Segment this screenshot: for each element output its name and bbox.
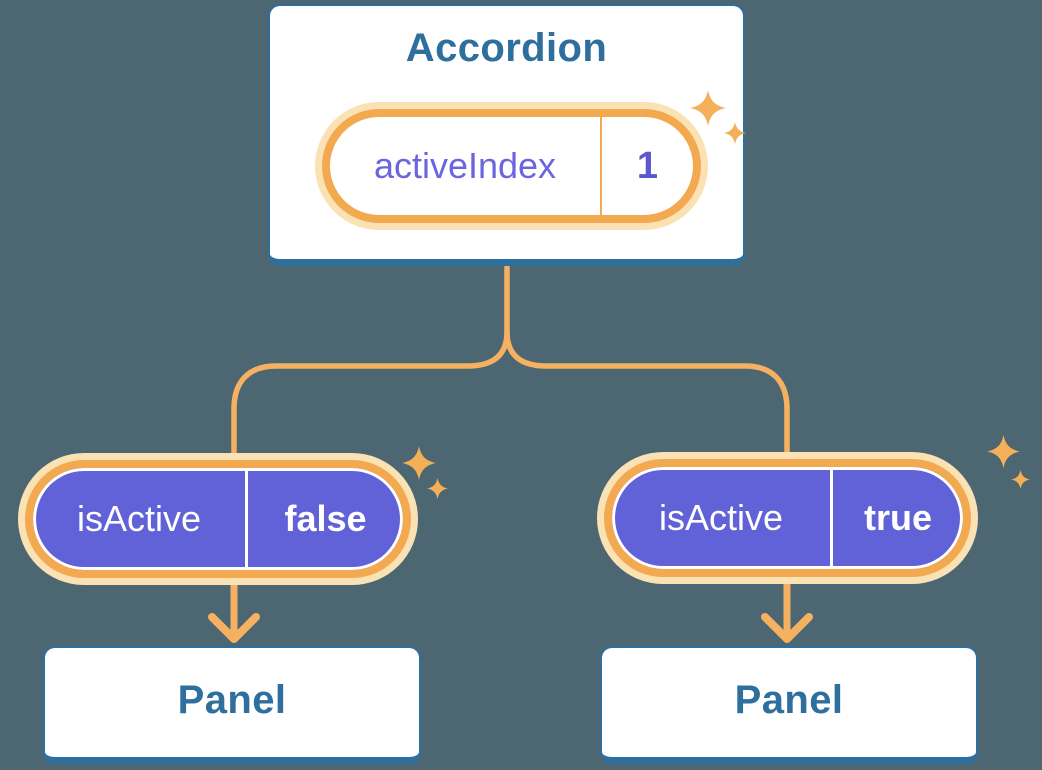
prop-pill-divider: [245, 468, 248, 570]
arrowhead-left: [208, 613, 260, 643]
prop-pill-divider: [830, 467, 833, 569]
sparkle-icon: [402, 446, 436, 480]
panel-title: Panel: [177, 678, 287, 722]
prop-value: true: [863, 497, 932, 538]
prop-value: false: [284, 498, 367, 539]
prop-pill-ring: isActive false: [25, 460, 411, 578]
panel-card-left: Panel: [43, 646, 421, 764]
connector-branch-left: [231, 329, 510, 523]
prop-label: isActive: [658, 497, 784, 538]
sparkle-icon: [724, 122, 746, 144]
sparkle-icon: [690, 90, 726, 126]
state-pill-ring: activeIndex 1: [322, 109, 701, 223]
prop-label: isActive: [76, 498, 202, 539]
prop-pill-isactive-false: isActive false: [18, 453, 418, 585]
panel-card-right: Panel: [600, 646, 978, 764]
state-pill: activeIndex 1: [315, 102, 708, 230]
arrowhead-right: [761, 613, 813, 643]
connector-branch-right: [504, 329, 790, 523]
state-value: 1: [636, 144, 659, 187]
sparkle-icon: [427, 478, 448, 499]
sparkle-icon: [987, 435, 1020, 468]
sparkle-icon: [1011, 470, 1030, 489]
accordion-card: Accordion activeIndex 1: [268, 4, 745, 266]
prop-pill-isactive-true: isActive true: [597, 452, 978, 584]
prop-pill-ring: isActive true: [604, 459, 971, 577]
accordion-title: Accordion: [405, 26, 608, 70]
panel-title: Panel: [734, 678, 844, 722]
state-label: activeIndex: [373, 145, 557, 186]
state-pill-divider: [600, 117, 602, 215]
